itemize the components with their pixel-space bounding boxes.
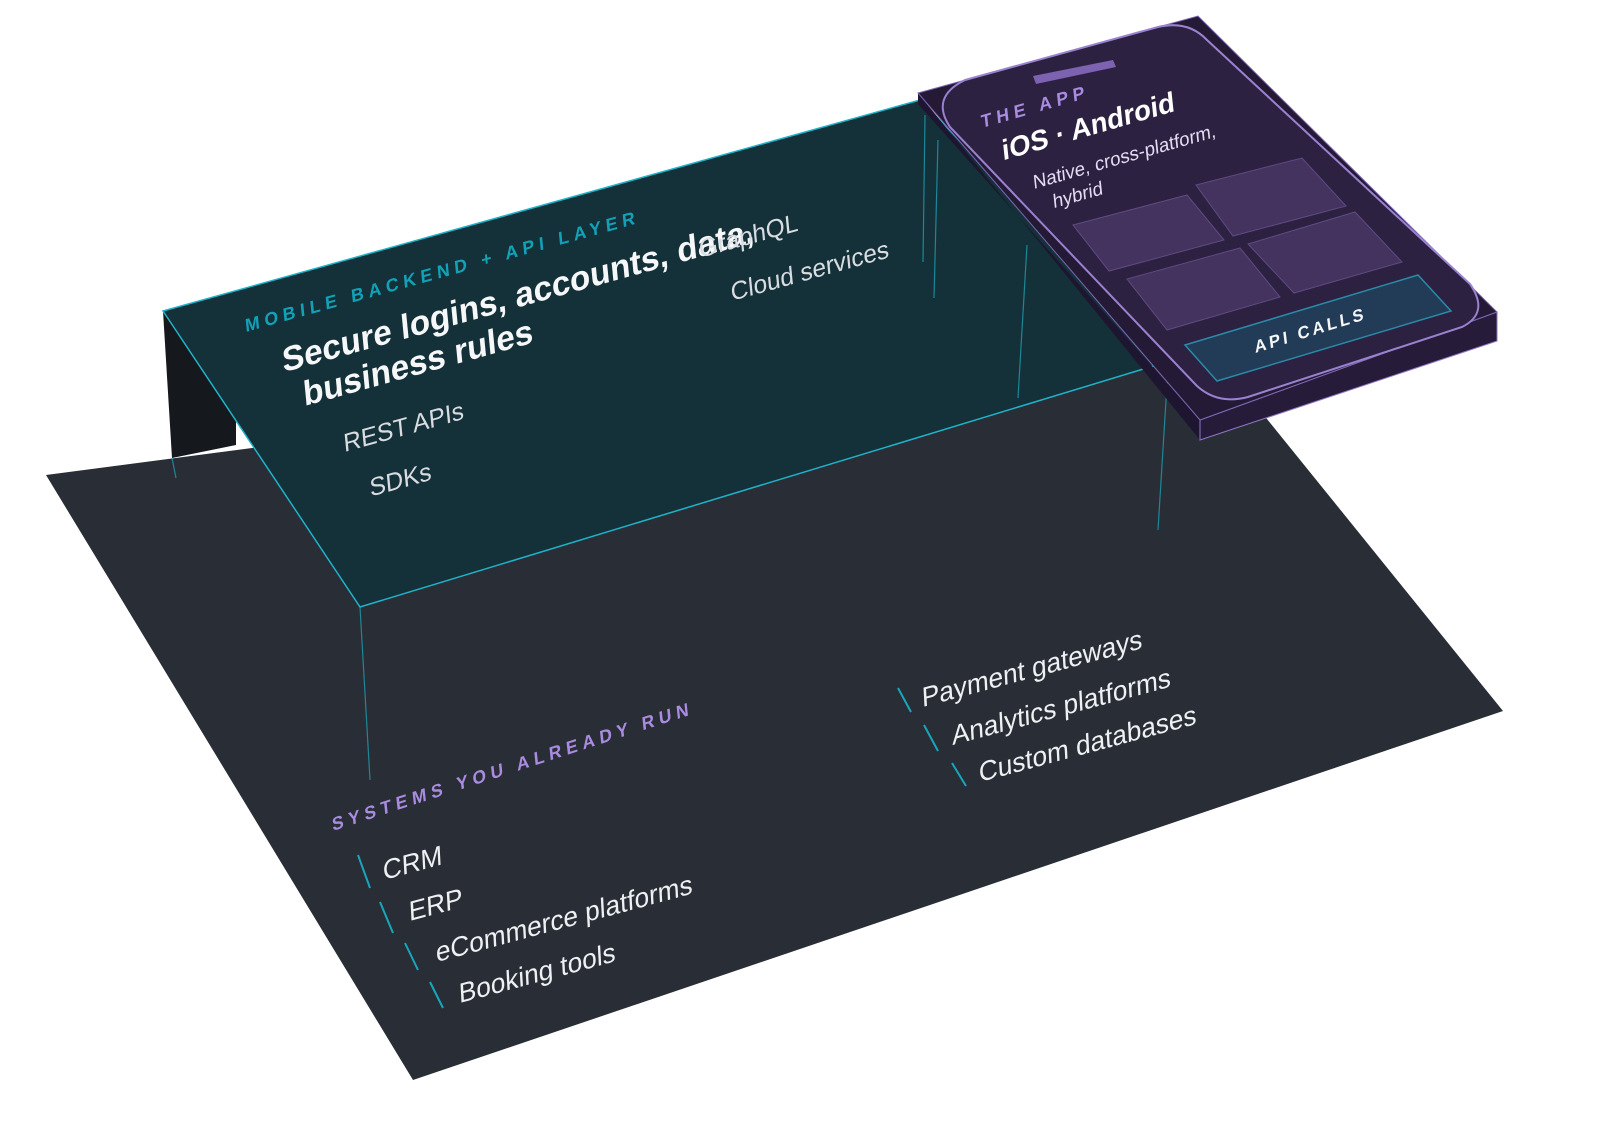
app-tiles (1072, 157, 1403, 331)
list-markers (357, 687, 967, 1009)
backend-side-wall (163, 311, 236, 458)
app-tile (1072, 194, 1225, 272)
app-notch (1033, 60, 1116, 84)
api-calls-button-bg[interactable] (1183, 274, 1453, 382)
app-tile (1126, 247, 1281, 331)
app-tile (1195, 157, 1347, 237)
app-tile (1247, 211, 1403, 294)
app-slab-left (918, 93, 1200, 440)
